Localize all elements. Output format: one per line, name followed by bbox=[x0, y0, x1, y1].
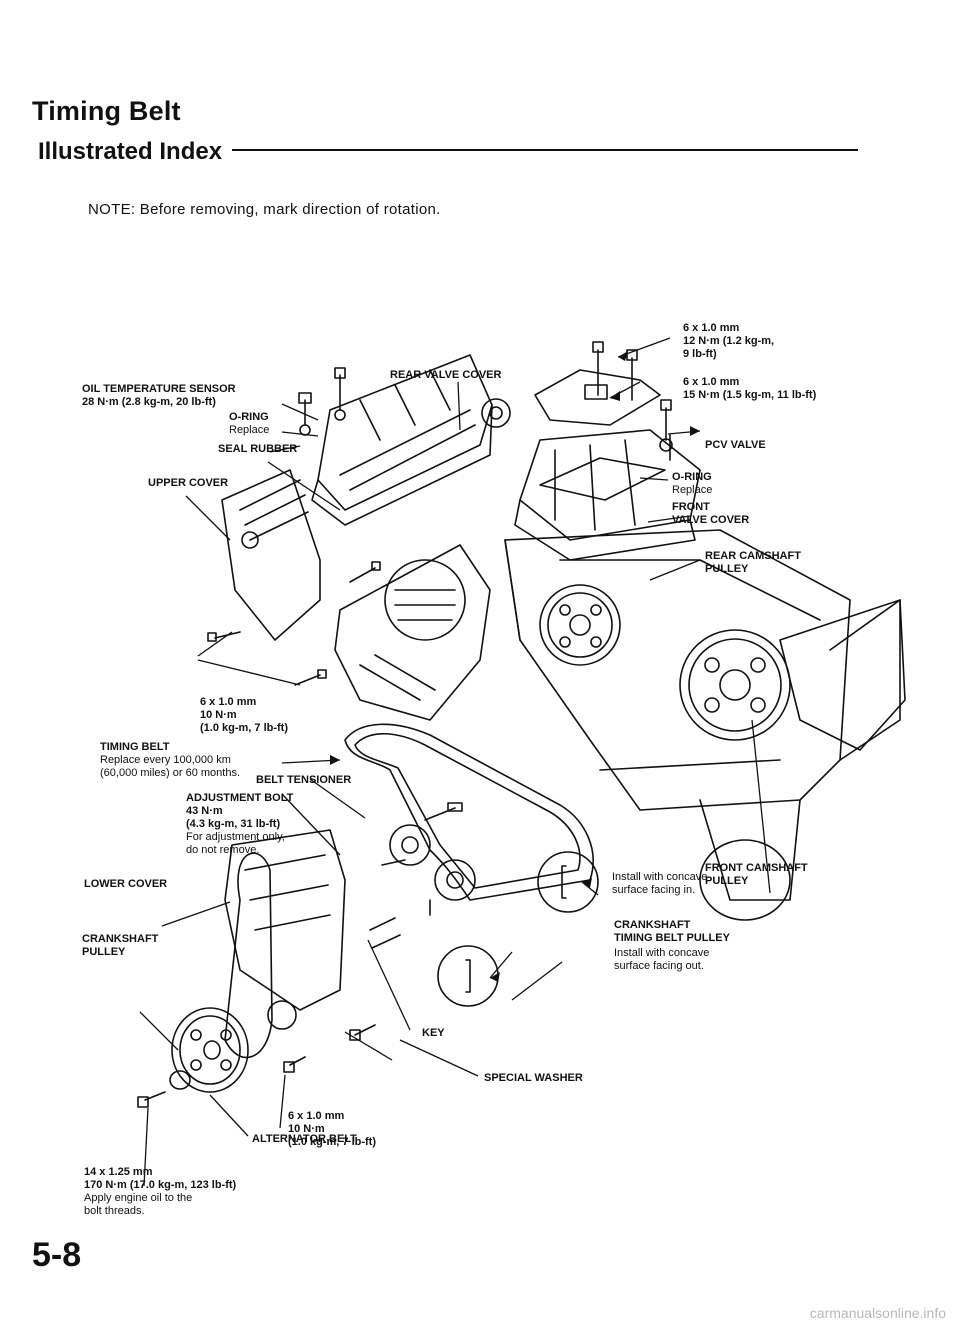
crank-timing-pulley-drawing bbox=[369, 859, 476, 931]
engine-mount-drawing bbox=[779, 599, 906, 751]
front-camshaft-pulley-drawing bbox=[679, 629, 791, 741]
bolt-spec-top-2: 6 x 1.0 mm 15 N·m (1.5 kg-m, 11 lb-ft) bbox=[683, 376, 817, 401]
bolt-spec-bottom-mid: 6 x 1.0 mm 10 N·m (1.0 kg-m, 7 lb-ft) bbox=[288, 1110, 377, 1148]
label-oring-2: O-RING bbox=[672, 471, 712, 483]
note-oring-1: Replace bbox=[229, 424, 270, 436]
label-key: KEY bbox=[422, 1027, 445, 1039]
note-concave-in: Install with concave surface facing in. bbox=[612, 871, 708, 896]
label-upper-cover: UPPER COVER bbox=[148, 477, 229, 489]
section-subtitle: Illustrated Index bbox=[38, 138, 223, 165]
concave-washer-out bbox=[437, 945, 499, 1007]
upper-cover-drawing bbox=[221, 469, 321, 641]
crank-bolt-spec: 14 x 1.25 mm 170 N·m (17.0 kg-m, 123 lb-… bbox=[84, 1166, 237, 1191]
label-special-washer: SPECIAL WASHER bbox=[484, 1072, 583, 1084]
label-front-valve-cover: FRONT VALVE COVER bbox=[672, 501, 750, 526]
belt-tensioner-drawing bbox=[381, 802, 463, 866]
rear-camshaft-pulley-drawing bbox=[539, 584, 621, 666]
gasket-oring-drawing bbox=[539, 457, 666, 501]
label-crankshaft-timing-pulley: CRANKSHAFT TIMING BELT PULLEY bbox=[614, 919, 730, 944]
label-crankshaft-pulley: CRANKSHAFT PULLEY bbox=[82, 933, 159, 958]
label-rear-camshaft-pulley: REAR CAMSHAFT PULLEY bbox=[705, 550, 801, 575]
header-rule bbox=[232, 149, 858, 151]
note-oring-2: Replace bbox=[672, 484, 713, 496]
note-crank-bolt: Apply engine oil to the bolt threads. bbox=[84, 1192, 193, 1217]
alternator-belt-drawing bbox=[224, 852, 273, 1059]
label-pcv-valve: PCV VALVE bbox=[705, 439, 766, 451]
bolt-spec-mid-left: 6 x 1.0 mm 10 N·m (1.0 kg-m, 7 lb-ft) bbox=[200, 696, 289, 734]
page-title: Timing Belt bbox=[32, 96, 181, 126]
label-oil-temp-sensor: OIL TEMPERATURE SENSOR 28 N·m (2.8 kg-m,… bbox=[82, 383, 236, 408]
watermark: carmanualsonline.info bbox=[809, 1305, 946, 1321]
page-number: 5-8 bbox=[32, 1236, 82, 1274]
bolt-spec-top-1: 6 x 1.0 mm 12 N·m (1.2 kg-m, 9 lb-ft) bbox=[683, 322, 775, 360]
label-belt-tensioner: BELT TENSIONER bbox=[256, 774, 352, 786]
timing-belt-drawing bbox=[344, 723, 594, 901]
label-front-camshaft-pulley: FRONT CAMSHAFT PULLEY bbox=[705, 862, 808, 887]
arrow-heads bbox=[330, 351, 700, 982]
bolt-set-top bbox=[298, 341, 673, 461]
middle-cover-drawing bbox=[334, 544, 491, 721]
note-concave-out: Install with concave surface facing out. bbox=[614, 947, 710, 972]
label-adjustment-bolt: ADJUSTMENT BOLT 43 N·m (4.3 kg-m, 31 lb-… bbox=[186, 792, 294, 830]
engine-block-drawing bbox=[504, 529, 901, 921]
concave-washer-in bbox=[537, 851, 599, 913]
label-rear-valve-cover: REAR VALVE COVER bbox=[390, 369, 502, 381]
rear-valve-cover-drawing bbox=[311, 354, 493, 526]
label-lower-cover: LOWER COVER bbox=[84, 878, 168, 890]
label-timing-belt: TIMING BELT bbox=[100, 741, 170, 753]
label-oring-1: O-RING bbox=[229, 411, 269, 423]
crankshaft-pulley-drawing bbox=[169, 1007, 249, 1093]
label-alternator-belt: ALTERNATOR BELT bbox=[252, 1133, 357, 1145]
note-timing-belt: Replace every 100,000 km (60,000 miles) … bbox=[100, 754, 241, 779]
lower-cover-drawing bbox=[224, 829, 346, 1030]
note-adjustment-bolt: For adjustment only, do not remove. bbox=[186, 831, 285, 856]
label-seal-rubber: SEAL RUBBER bbox=[218, 443, 298, 455]
note-text: NOTE: Before removing, mark direction of… bbox=[88, 201, 441, 218]
pcv-cover-drawing bbox=[481, 369, 661, 428]
